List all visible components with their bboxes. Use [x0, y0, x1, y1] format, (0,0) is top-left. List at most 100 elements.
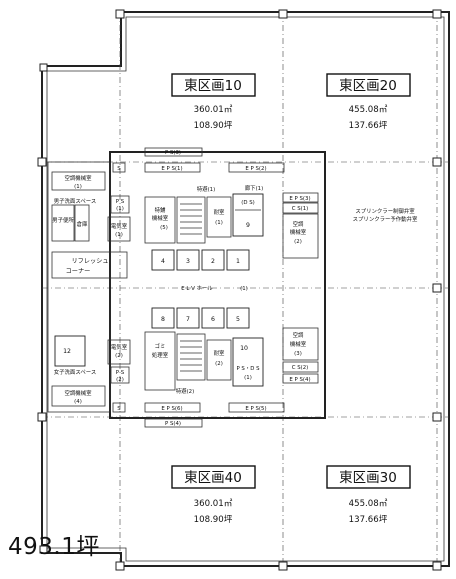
ps3-label: P S(3) — [165, 150, 181, 156]
ac1-num: (1) — [74, 184, 82, 190]
corridor-label: 廊下(1) — [245, 184, 263, 192]
zone-40-tsubo: 108.90坪 — [194, 514, 233, 525]
elec2-room — [107, 339, 131, 365]
elv-5-label: 5 — [236, 316, 240, 323]
s-label-bottom: S — [117, 406, 121, 412]
ps1-room — [110, 195, 130, 214]
cs2-room — [282, 361, 319, 373]
ps4-label: P S(4) — [165, 421, 181, 427]
elv-3-label: 3 — [186, 258, 190, 265]
sprinkler-label: スプリンクラー制御弁室 — [355, 207, 415, 215]
ac3-label: 空調 — [293, 331, 304, 339]
s-room-top — [112, 162, 126, 173]
ac4-room — [51, 385, 106, 407]
s-label-top: S — [117, 166, 121, 172]
zone-40-title: 東区画40 — [184, 470, 242, 486]
elv-4-label: 4 — [161, 258, 165, 265]
ds-room — [232, 193, 264, 237]
elv-hall-label: E L V ホール — [181, 285, 213, 292]
eps2-room — [228, 162, 285, 173]
ac2-label: 空調 — [293, 220, 304, 228]
ac4-num: (4) — [74, 399, 82, 405]
eps3-room — [282, 192, 319, 203]
elevator-bank-top — [151, 249, 250, 271]
spec-mach-label-2: 機械室 — [152, 214, 169, 222]
zone-20-tsubo: 137.66坪 — [349, 120, 388, 131]
ps2-label: P S — [116, 370, 125, 376]
elevator-10: 10 — [240, 345, 248, 352]
elevator-5 — [226, 307, 250, 329]
zone-20-title: 東区画20 — [339, 78, 397, 94]
tokuhi2-label: 特避(2) — [176, 387, 194, 395]
eps5-label: E P S(5) — [245, 406, 266, 412]
eps2-label: E P S(2) — [245, 166, 266, 172]
zone-20-m2: 455.08㎡ — [349, 104, 388, 115]
ps4-room — [144, 418, 203, 428]
elv-1-label: 1 — [236, 258, 240, 265]
elevator-2 — [201, 249, 225, 271]
elevator-6 — [201, 307, 225, 329]
total-area-label: 493.1坪 — [8, 534, 100, 560]
zone-30-tsubo: 137.66坪 — [349, 514, 388, 525]
taishitsu1-room — [206, 196, 232, 238]
ac1-label: 空調機械室 — [65, 174, 93, 182]
storage-label: 倉庫 — [77, 220, 88, 228]
eps6-label: E P S(6) — [161, 406, 182, 412]
ac2-label-2: 機械室 — [290, 228, 307, 236]
building-inner-outline — [46, 16, 445, 562]
elevator-7 — [176, 307, 200, 329]
male-wc — [51, 204, 75, 242]
elec1-room — [107, 216, 131, 242]
elec1-label: 電気室 — [111, 222, 128, 230]
zone-10-box — [171, 73, 256, 97]
elevator-9: 9 — [246, 222, 250, 229]
sprinkler-label-2: スプリンクラー予作動弁室 — [353, 215, 418, 223]
zone-10-tsubo: 108.90坪 — [194, 120, 233, 131]
female-ws-label: 女子洗面スペース — [54, 368, 96, 376]
stair-2 — [176, 333, 206, 381]
zone-30-m2: 455.08㎡ — [349, 498, 388, 509]
zone-40-box — [171, 465, 256, 489]
cs1-label: C S(1) — [292, 206, 309, 212]
taishitsu2-room — [206, 339, 232, 381]
elevator-4 — [151, 249, 175, 271]
eps6-room — [144, 402, 201, 413]
elevator-1 — [226, 249, 250, 271]
ac3-num: (3) — [294, 351, 302, 357]
stair-1 — [176, 196, 206, 244]
zone-10-m2: 360.01㎡ — [194, 104, 233, 115]
ac1-room — [51, 171, 106, 191]
zone-10-title: 東区画10 — [184, 78, 242, 94]
ps-ds-room — [232, 337, 264, 387]
taishitsu1-label: 耐室 — [214, 208, 225, 216]
elv-6-label: 6 — [211, 316, 215, 323]
ac2-num: (2) — [294, 239, 302, 245]
eps4-room — [282, 373, 319, 384]
eps4-label: E P S(4) — [289, 377, 310, 383]
ps1-num: (1) — [116, 206, 124, 212]
elevator-bank-bottom — [151, 307, 250, 329]
core-left-block — [47, 161, 111, 413]
elevator-3 — [176, 249, 200, 271]
eps1-label: E P S(1) — [161, 166, 182, 172]
eps3-label: E P S(3) — [289, 196, 310, 202]
ps2-room — [110, 366, 130, 384]
refresh-label: リフレッシュ — [71, 258, 108, 265]
elec2-num: (2) — [115, 353, 123, 359]
ps3-room — [144, 147, 203, 157]
ac4-label: 空調機械室 — [65, 389, 93, 397]
refresh-label-2: コーナー — [66, 268, 91, 275]
elevator-8 — [151, 307, 175, 329]
garbage-label: ゴミ — [155, 342, 166, 350]
ac3-label-2: 機械室 — [290, 340, 307, 348]
ds-label: (D S) — [241, 200, 255, 206]
elec2-label: 電気室 — [111, 343, 128, 351]
elv-7-label: 7 — [186, 316, 190, 323]
s-room-bottom — [112, 402, 126, 413]
ac2-room — [282, 213, 319, 259]
zone-40-m2: 360.01㎡ — [194, 498, 233, 509]
male-ws-label: 男子洗面スペース — [54, 197, 96, 205]
ac3-room — [282, 327, 319, 361]
spec-mach-label: 特鋪 — [155, 206, 166, 214]
